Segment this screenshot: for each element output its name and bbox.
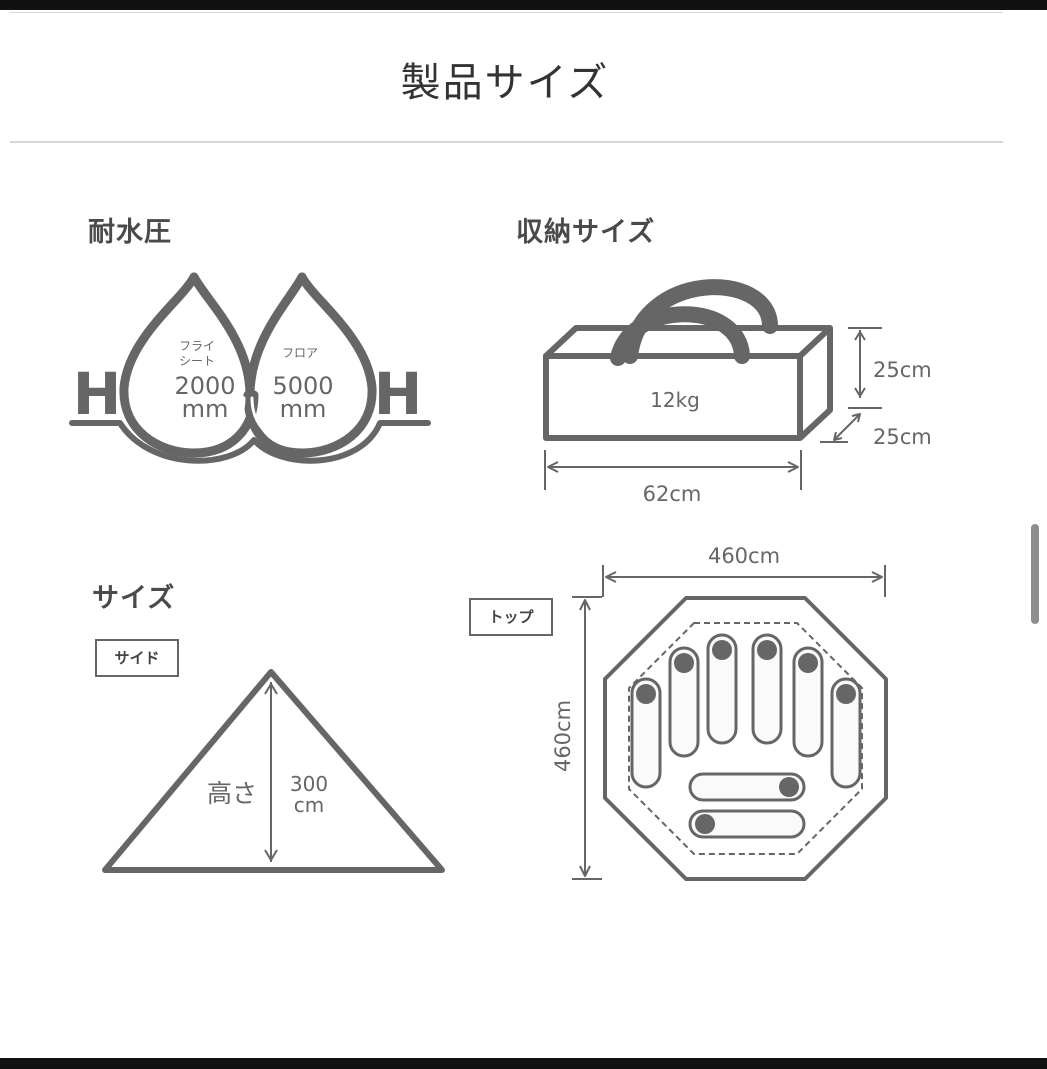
storage-bag-diagram <box>543 279 882 490</box>
bag-width: 62cm <box>643 482 702 506</box>
sleeping-bags <box>630 633 862 839</box>
sleeping-bag <box>688 772 806 802</box>
fly-label-line2: シート <box>179 354 215 368</box>
side-height-value: 300 <box>290 772 328 796</box>
top-width: 460cm <box>708 544 780 568</box>
h-right-letter: H <box>374 360 423 428</box>
page-title: 製品サイズ <box>400 60 610 106</box>
side-height-label: 高さ <box>207 779 257 808</box>
side-height-unit: cm <box>294 793 324 817</box>
scrollbar-thumb[interactable] <box>1031 524 1039 624</box>
h-left-letter: H <box>73 360 122 428</box>
sleeping-bag <box>668 646 700 758</box>
sleeping-bag <box>830 677 862 789</box>
bag-height: 25cm <box>873 358 932 382</box>
water-pressure-diagram <box>69 272 431 464</box>
water-pressure-title: 耐水圧 <box>88 217 172 248</box>
storage-size-title: 収納サイズ <box>516 217 656 248</box>
sleeping-bag <box>792 646 824 758</box>
size-title: サイズ <box>92 583 176 614</box>
sleeping-bag <box>688 809 806 839</box>
sleeping-bag <box>751 633 783 745</box>
top-divider <box>10 12 1003 13</box>
bag-weight: 12kg <box>650 388 700 412</box>
side-tag: サイド <box>95 639 179 677</box>
tent-top-view <box>572 565 888 881</box>
top-black-bar <box>0 0 1047 10</box>
bag-depth: 25cm <box>873 425 932 449</box>
floor-pressure-unit: mm <box>280 395 327 423</box>
tent-side-view <box>102 669 445 873</box>
fly-pressure-unit: mm <box>182 395 229 423</box>
fly-pressure-value: 2000 <box>174 372 235 400</box>
sleeping-bag <box>630 677 662 789</box>
fly-label-line1: フライ <box>179 339 215 353</box>
floor-label: フロア <box>282 346 318 360</box>
sleeping-bag <box>706 633 738 745</box>
top-depth: 460cm <box>551 700 575 772</box>
bottom-black-bar <box>0 1058 1047 1069</box>
floor-pressure-value: 5000 <box>272 372 333 400</box>
title-divider <box>10 141 1003 143</box>
top-tag: トップ <box>469 598 553 636</box>
